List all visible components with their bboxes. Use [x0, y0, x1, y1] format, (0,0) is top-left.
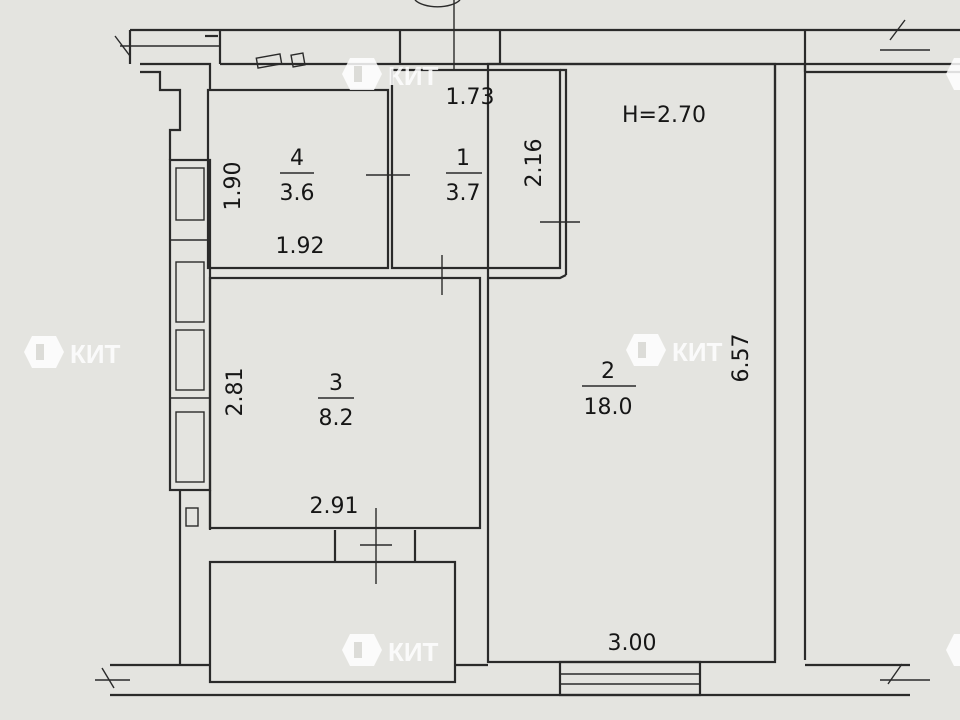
dim-room4-side: 1.90	[221, 162, 246, 211]
dim-room2-side: 6.57	[729, 334, 754, 383]
room-3-area: 8.2	[319, 406, 354, 431]
watermark-left: КИТ	[24, 336, 121, 369]
room-2-number: 2	[601, 359, 615, 384]
dim-room2-bottom: 3.00	[608, 631, 657, 656]
dim-room1-top: 1.73	[446, 85, 495, 110]
watermarks: КИТ КИТ КИТ КИТ	[24, 58, 960, 667]
watermark-top: КИТ	[342, 58, 439, 91]
ceiling-height: H=2.70	[622, 103, 706, 128]
watermark-top-text: КИТ	[388, 61, 439, 91]
room-3-number: 3	[329, 371, 343, 396]
watermark-bottom: КИТ	[342, 634, 439, 667]
watermark-right-top	[946, 58, 960, 90]
walls	[95, 0, 960, 697]
watermark-center: КИТ	[626, 334, 723, 367]
room-4-area: 3.6	[280, 181, 315, 206]
room-1-area: 3.7	[446, 181, 481, 206]
dimension-labels: 1.73 2.16 1.90 1.92 2.81 2.91 6.57 3.00	[221, 85, 754, 656]
watermark-bottom-text: КИТ	[388, 637, 439, 667]
room-2-area: 18.0	[584, 395, 633, 420]
dim-room1-side: 2.16	[522, 139, 547, 188]
dim-room3-side: 2.81	[223, 368, 248, 417]
watermark-left-text: КИТ	[70, 339, 121, 369]
room-labels: H=2.70 4 3.6 1 3.7 3 8.2 2 18.0	[280, 103, 706, 431]
watermark-center-text: КИТ	[672, 337, 723, 367]
dim-room3-bottom: 2.91	[310, 494, 359, 519]
watermark-right-bottom	[946, 634, 960, 666]
room-1-number: 1	[456, 146, 470, 171]
room-4-number: 4	[290, 146, 304, 171]
dim-room4-bottom: 1.92	[276, 234, 325, 259]
